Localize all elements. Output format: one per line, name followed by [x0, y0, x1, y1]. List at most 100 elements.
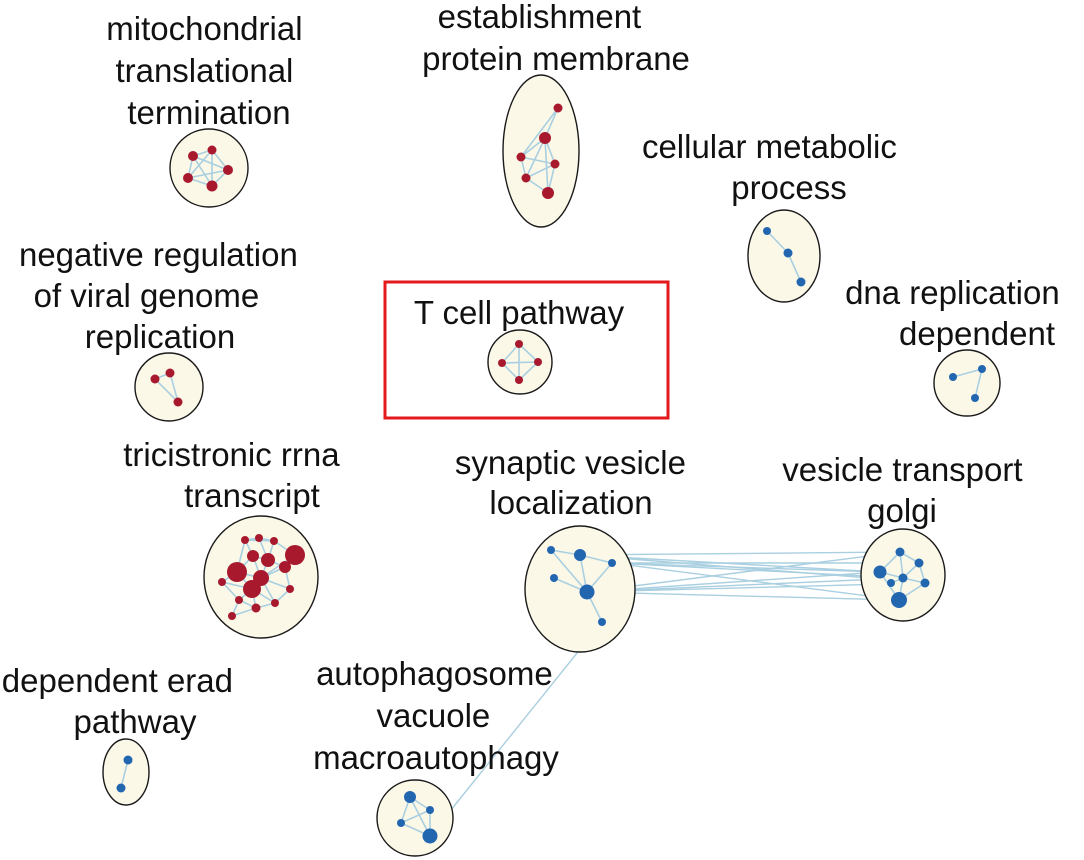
cluster-circle: [102, 738, 150, 806]
gene-node: [539, 132, 551, 144]
gene-node: [579, 584, 595, 600]
cluster-label: vesicle transport golgi: [782, 451, 1031, 529]
gene-node: [516, 152, 526, 162]
gene-node: [173, 397, 183, 407]
gene-node: [223, 165, 233, 175]
cluster-mitochondrial: mitochondrial translational termination: [106, 10, 311, 208]
gene-node: [271, 599, 279, 607]
cluster-label: cellular metabolic process: [642, 128, 906, 206]
gene-node: [235, 596, 243, 604]
gene-node: [116, 783, 126, 793]
gene-node: [542, 187, 554, 199]
cluster-label: negative regulation of viral genome repl…: [19, 236, 307, 355]
gene-node: [550, 574, 558, 582]
cluster-circle: [502, 74, 580, 228]
inter-edge: [611, 562, 900, 601]
gene-node: [286, 585, 294, 593]
cluster-autophagosome: autophagosome vacuole macroautophagy: [313, 655, 562, 857]
gene-node: [914, 558, 924, 568]
gene-node: [241, 536, 249, 544]
cluster-negative-regulation: negative regulation of viral genome repl…: [19, 236, 307, 422]
cluster-label: T cell pathway: [414, 294, 625, 331]
gene-node: [898, 573, 908, 583]
gene-node: [227, 562, 247, 582]
gene-node: [978, 365, 986, 373]
gene-node: [206, 180, 218, 192]
gene-node: [218, 578, 226, 586]
cluster-cellular-metabolic: cellular metabolic process: [642, 128, 906, 303]
gene-node: [207, 145, 217, 155]
gene-node: [920, 578, 930, 588]
gene-node: [228, 612, 236, 620]
cluster-label: autophagosome vacuole macroautophagy: [313, 655, 562, 776]
gene-node: [285, 545, 305, 565]
gene-node: [404, 791, 416, 803]
cluster-dependent-erad: dependent erad pathway: [2, 662, 242, 806]
gene-node: [150, 374, 160, 384]
gene-node: [971, 394, 979, 402]
gene-node: [426, 806, 434, 814]
gene-node: [183, 173, 193, 183]
gene-node: [534, 358, 542, 366]
cluster-label: establishment protein membrane: [422, 0, 690, 77]
gene-node: [515, 340, 523, 348]
gene-node: [165, 368, 175, 378]
gene-node: [397, 819, 405, 827]
gene-node: [243, 580, 261, 598]
gene-node: [873, 565, 887, 579]
cluster-circle: [134, 352, 204, 422]
cluster-label: dependent erad pathway: [2, 662, 242, 740]
gene-node: [887, 579, 895, 587]
cluster-circle: [169, 128, 249, 208]
gene-node: [547, 546, 555, 554]
cluster-dna-replication: dna replication dependent: [845, 274, 1069, 417]
gene-node: [763, 227, 771, 235]
gene-node: [783, 248, 793, 258]
cluster-establishment: establishment protein membrane: [422, 0, 690, 228]
cluster-label: synaptic vesicle localization: [455, 444, 695, 521]
gene-node: [550, 159, 560, 169]
cluster-label: dna replication dependent: [845, 274, 1069, 352]
cluster-synaptic-vesicle: synaptic vesicle localization: [455, 444, 695, 653]
gene-node: [553, 103, 563, 113]
gene-node: [123, 755, 133, 765]
gene-node: [521, 173, 531, 183]
gene-node: [270, 537, 278, 545]
cluster-circle: [933, 349, 1001, 417]
inter-edge: [586, 571, 881, 593]
gene-node: [498, 359, 506, 367]
cluster-vesicle-transport: vesicle transport golgi: [782, 451, 1031, 622]
gene-node: [188, 151, 198, 161]
gene-node: [279, 561, 291, 573]
gene-node: [598, 618, 606, 626]
cluster-circle: [376, 779, 454, 857]
cluster-label: mitochondrial translational termination: [106, 10, 311, 131]
gene-node: [261, 553, 275, 567]
cluster-t-cell-pathway: T cell pathway: [383, 280, 670, 420]
inter-edge: [579, 551, 901, 556]
gene-node: [796, 277, 806, 287]
cluster-label: tricistronic rrna transcript: [123, 436, 349, 514]
cluster-circle: [747, 209, 821, 303]
inter-edge: [429, 621, 603, 837]
gene-node: [255, 534, 263, 542]
gene-node: [247, 550, 259, 562]
gene-node: [251, 603, 261, 613]
gene-node: [608, 559, 616, 567]
gene-node: [515, 376, 523, 384]
inter-edge: [586, 591, 900, 601]
gene-node: [574, 549, 586, 561]
gene-node: [422, 828, 438, 844]
gene-node: [949, 373, 957, 381]
highlight-box: [383, 280, 670, 420]
inter-cluster-edges: [429, 551, 926, 837]
inter-edge: [586, 577, 904, 593]
cluster-tricistronic: tricistronic rrna transcript: [123, 436, 349, 639]
inter-edge: [586, 551, 901, 593]
inter-edge: [611, 562, 881, 573]
gene-node: [895, 547, 905, 557]
inter-edge: [611, 562, 904, 579]
gene-node: [891, 592, 907, 608]
